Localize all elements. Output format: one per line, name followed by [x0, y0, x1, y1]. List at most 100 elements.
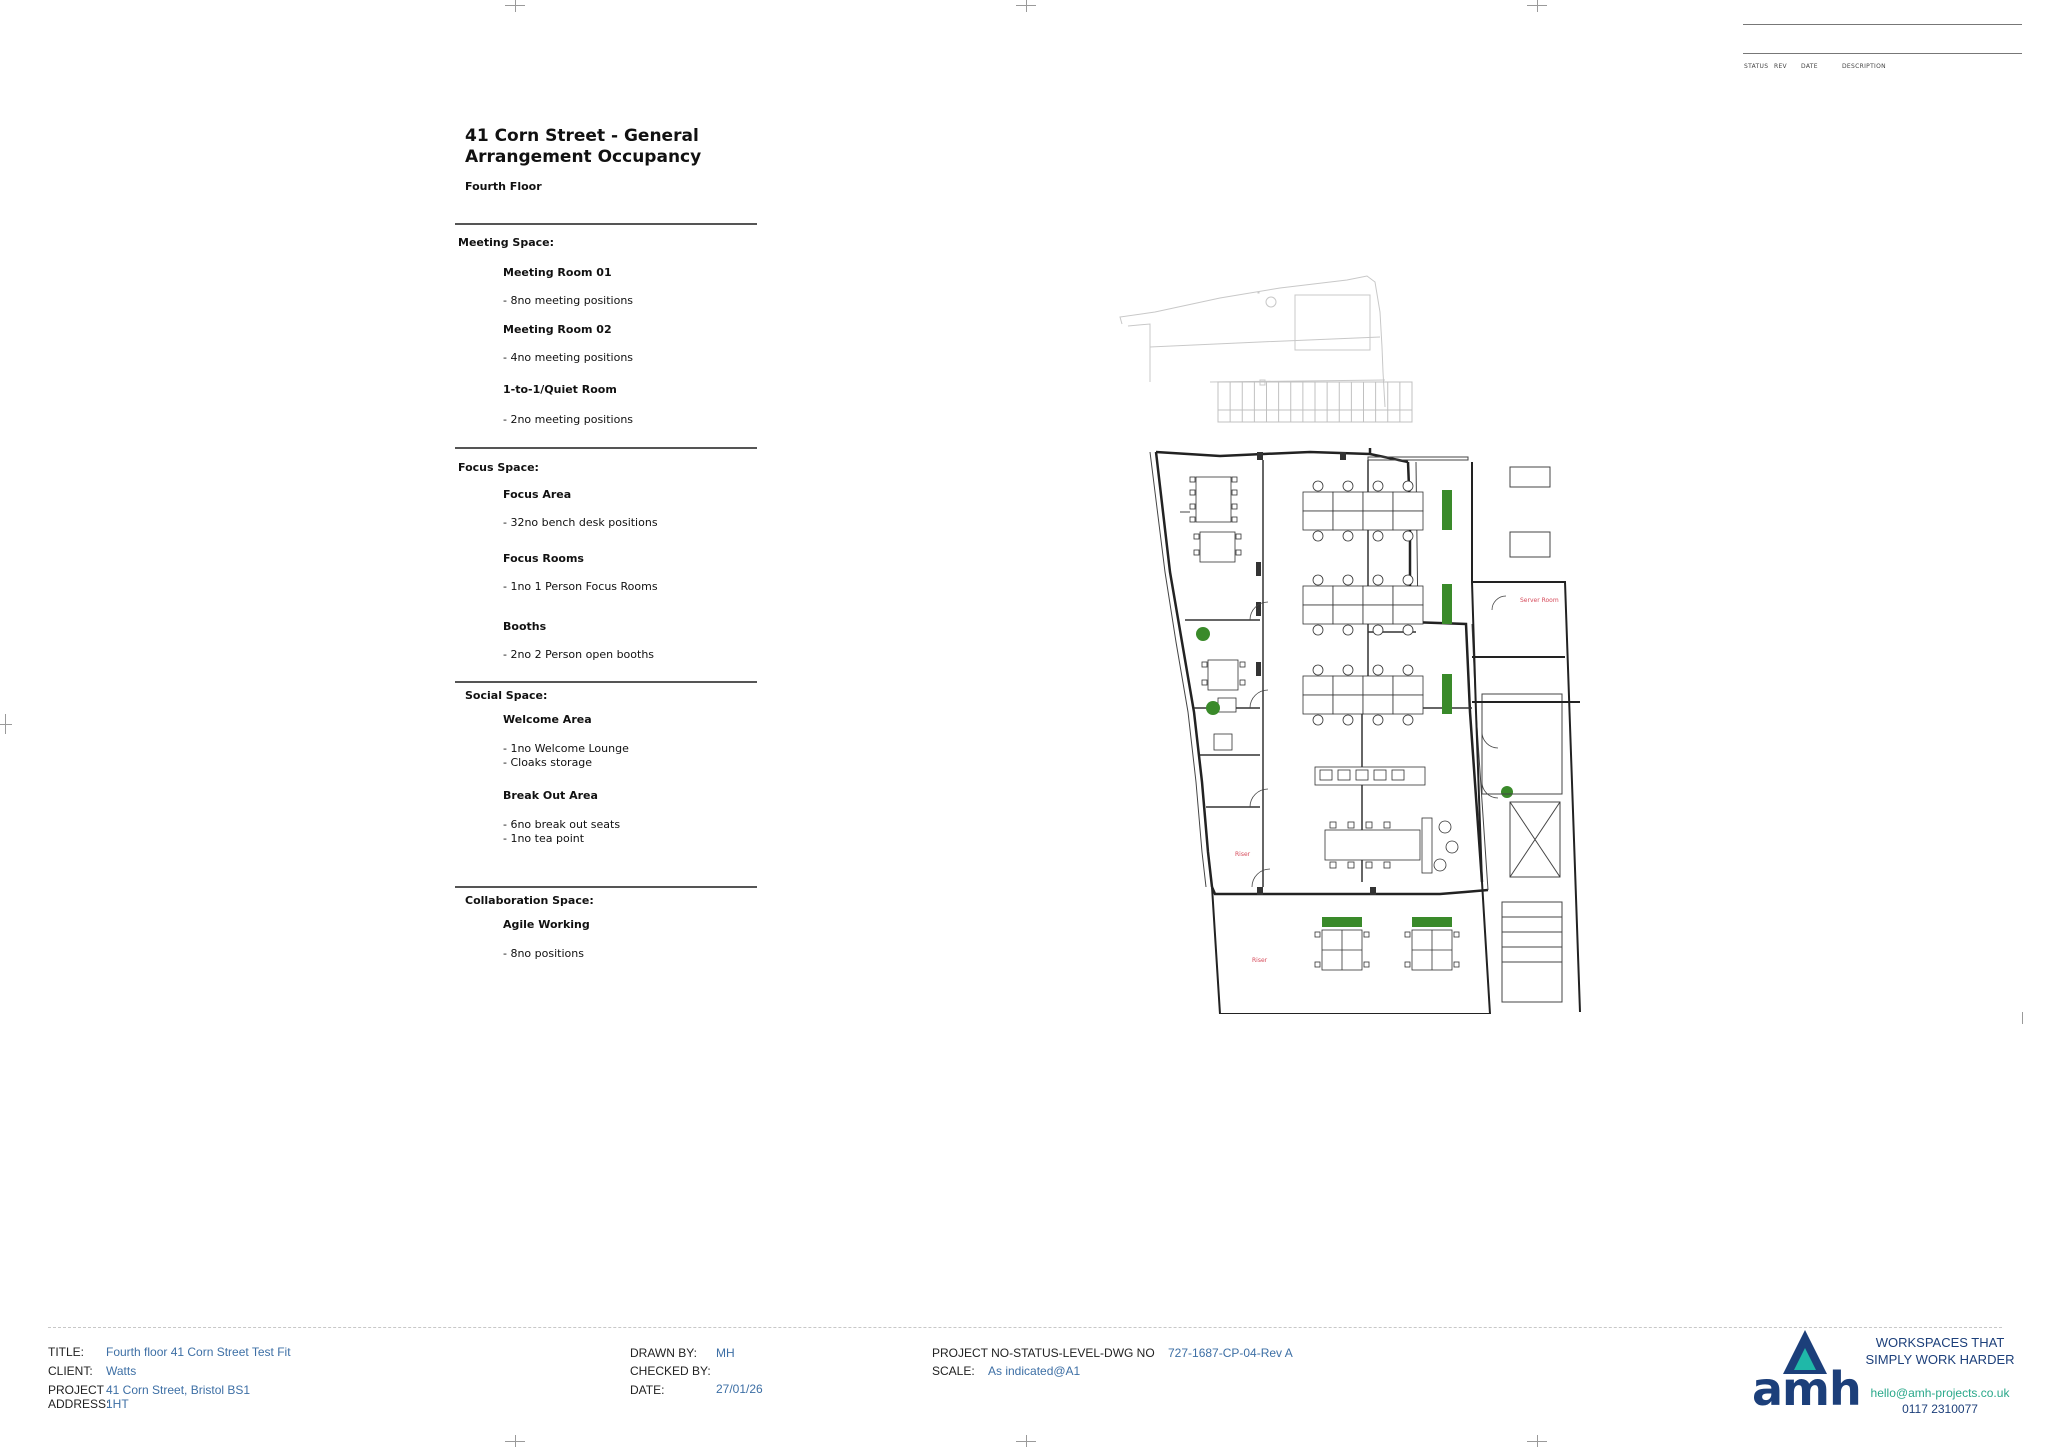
- meeting-room-01-name: Meeting Room 01: [503, 266, 612, 279]
- focus-area-desc: - 32no bench desk positions: [503, 516, 658, 529]
- desk-chair: [1402, 574, 1414, 586]
- bench-desk: [1332, 694, 1364, 715]
- scale-value: As indicated@A1: [988, 1364, 1081, 1378]
- server-room-label: Server Room: [1520, 597, 1559, 604]
- social-space-heading: Social Space:: [465, 689, 548, 702]
- rev-header-rev: REV: [1774, 63, 1787, 70]
- bench-desk: [1302, 510, 1334, 531]
- bench-desk: [1332, 585, 1364, 606]
- amh-logo-icon: [1783, 1330, 1827, 1374]
- address-label: ADDRESS:: [48, 1397, 110, 1411]
- section-divider: [455, 886, 757, 888]
- meeting-room-02-name: Meeting Room 02: [503, 323, 612, 336]
- desk-chair: [1372, 530, 1384, 542]
- bench-desk: [1392, 675, 1424, 696]
- meeting-room-02-desc: - 4no meeting positions: [503, 351, 634, 364]
- project-number-value: 727-1687-CP-04-Rev A: [1168, 1346, 1293, 1360]
- agile-desks: [1314, 929, 1460, 971]
- desk-chair: [1402, 624, 1414, 636]
- bench-desk: [1332, 491, 1364, 512]
- bench-desk: [1392, 694, 1424, 715]
- client-value: Watts: [106, 1364, 137, 1378]
- desk-chair: [1312, 664, 1324, 676]
- bench-desk: [1302, 604, 1334, 625]
- crop-mark: [5, 714, 6, 734]
- desk-chair: [1312, 624, 1324, 636]
- crop-mark: [1527, 1441, 1547, 1442]
- break-out-area-desc-2: - 1no tea point: [503, 832, 585, 845]
- bench-desk: [1392, 491, 1424, 512]
- date-label: DATE:: [630, 1383, 665, 1397]
- scale-label: SCALE:: [932, 1364, 975, 1378]
- project-address-value: 41 Corn Street, Bristol BS1: [106, 1383, 251, 1397]
- roof-outline: [1119, 275, 1386, 408]
- crop-mark: [1527, 5, 1547, 6]
- desk-chair: [1342, 624, 1354, 636]
- bench-desk: [1302, 585, 1334, 606]
- desk-chair: [1402, 714, 1414, 726]
- bench-desk: [1302, 694, 1334, 715]
- crop-mark: [0, 724, 12, 725]
- date-value: 27/01/26: [716, 1382, 763, 1396]
- desk-chair: [1372, 714, 1384, 726]
- rev-header-date: DATE: [1801, 63, 1818, 70]
- bench-desk: [1362, 585, 1394, 606]
- bench-desk: [1332, 604, 1364, 625]
- drawn-by-value: MH: [716, 1346, 735, 1360]
- break-out-table: [1324, 817, 1459, 874]
- welcome-area-name: Welcome Area: [503, 713, 592, 726]
- break-out-area-desc-1: - 6no break out seats: [503, 818, 621, 831]
- desk-chair: [1372, 624, 1384, 636]
- bench-desk: [1362, 604, 1394, 625]
- floor-label: Fourth Floor: [465, 180, 542, 193]
- desk-chair: [1312, 714, 1324, 726]
- bench-desk: [1302, 491, 1334, 512]
- contact-phone: 0117 2310077: [1902, 1402, 1978, 1416]
- desk-chair: [1342, 480, 1354, 492]
- bench-desk: [1362, 510, 1394, 531]
- meeting-room-02-table: [1201, 659, 1246, 691]
- section-divider: [455, 681, 757, 683]
- focus-space-heading: Focus Space:: [458, 461, 539, 474]
- floor-plan: Server Room Riser Riser: [1119, 275, 1581, 1014]
- bench-desk: [1392, 510, 1424, 531]
- revision-rule: [1743, 24, 2022, 25]
- riser-label: Riser: [1252, 957, 1268, 964]
- crop-mark: [1016, 1441, 1036, 1442]
- desk-chair: [1402, 664, 1414, 676]
- bench-desk: [1332, 510, 1364, 531]
- focus-area-name: Focus Area: [503, 488, 572, 501]
- crop-mark: [2022, 1012, 2023, 1024]
- revision-rule: [1743, 53, 2022, 54]
- bench-desk: [1392, 604, 1424, 625]
- section-divider: [455, 447, 757, 449]
- welcome-area-desc-1: - 1no Welcome Lounge: [503, 742, 629, 755]
- checked-by-label: CHECKED BY:: [630, 1364, 711, 1378]
- document-title: 41 Corn Street - General Arrangement Occ…: [465, 126, 702, 167]
- crop-mark: [1026, 0, 1027, 12]
- bench-desks: [1302, 480, 1424, 726]
- desk-chair: [1372, 480, 1384, 492]
- contact-email[interactable]: hello@amh-projects.co.uk: [1870, 1386, 2010, 1400]
- bench-desk: [1362, 675, 1394, 696]
- quiet-room-name: 1-to-1/Quiet Room: [503, 383, 617, 396]
- tagline-line-1: WORKSPACES THAT: [1875, 1335, 2005, 1350]
- crop-mark: [1537, 0, 1538, 12]
- crop-mark: [505, 5, 525, 6]
- desk-chair: [1402, 530, 1414, 542]
- meeting-room-01-table: [1189, 476, 1242, 563]
- desk-chair: [1342, 530, 1354, 542]
- client-label: CLIENT:: [48, 1364, 93, 1378]
- booths-name: Booths: [503, 620, 547, 633]
- agile-working-name: Agile Working: [503, 918, 590, 931]
- booths-desc: - 2no 2 Person open booths: [503, 648, 655, 661]
- agile-working-desc: - 8no positions: [503, 947, 584, 960]
- drawn-by-label: DRAWN BY:: [630, 1346, 697, 1360]
- building-walls: [1154, 448, 1489, 896]
- collaboration-space-heading: Collaboration Space:: [465, 894, 594, 907]
- title-block-separator: [48, 1327, 2002, 1328]
- desk-chair: [1312, 574, 1324, 586]
- riser-label: Riser: [1235, 851, 1251, 858]
- amh-logo-text: amh: [1752, 1362, 1862, 1416]
- project-address-value-2: 1HT: [106, 1397, 129, 1411]
